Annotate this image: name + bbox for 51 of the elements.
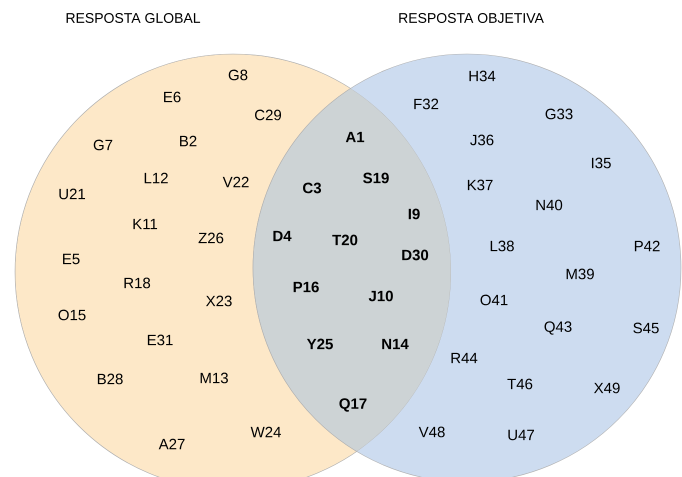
set-item: S45 [633,322,659,334]
set-item: W24 [250,426,281,438]
node-label: RESPOSTA GLOBAL [66,13,200,23]
set-item: Q43 [544,321,572,335]
node-label: RESPOSTA OBJETIVA [399,13,544,23]
set-item: L38 [490,240,514,252]
set-item: T46 [507,378,532,390]
overlap-item: Q17 [339,398,367,412]
set-item: L12 [144,172,168,184]
set-item: X49 [594,382,620,394]
overlap-item: Y25 [306,338,333,350]
set-item: K37 [468,180,493,190]
set-item: E6 [164,92,181,102]
set-item: K11 [133,218,158,230]
set-item: F32 [414,98,438,110]
overlap-item: J10 [368,290,393,302]
set-item: A27 [158,438,185,450]
overlap-item: S19 [363,172,389,184]
set-item: X23 [206,296,232,306]
set-item: I35 [592,158,611,168]
set-item: V48 [418,426,445,438]
set-item: G7 [94,140,112,150]
set-item: R44 [451,352,478,364]
set-item: N40 [536,200,562,210]
set-item: J36 [470,134,494,146]
set-item: R18 [124,278,150,288]
set-item: M39 [566,268,594,280]
set-item: P42 [634,240,660,252]
overlap-item: T20 [332,234,358,246]
set-item: C29 [255,110,282,120]
overlap-item: A1 [346,132,364,142]
overlap-item: P16 [294,282,319,292]
set-item: O15 [58,310,86,320]
set-item: G33 [546,108,573,120]
set-item: E5 [63,254,80,264]
set-item: O41 [480,294,508,306]
set-item: G8 [228,70,248,80]
overlap-item: D4 [273,230,292,242]
set-item: B28 [98,374,123,384]
set-item: V22 [222,176,249,188]
set-item: E31 [148,334,173,346]
overlap-item: N14 [382,338,409,350]
set-item: U21 [59,188,86,200]
set-item: B2 [180,136,196,146]
overlap-item: I9 [408,208,420,220]
set-item: U47 [508,430,534,440]
set-item: H34 [469,70,496,82]
overlap-item: C3 [303,182,322,194]
set-item: Z26 [198,232,224,244]
set-item: M13 [200,372,228,384]
overlap-item: D30 [402,250,428,260]
